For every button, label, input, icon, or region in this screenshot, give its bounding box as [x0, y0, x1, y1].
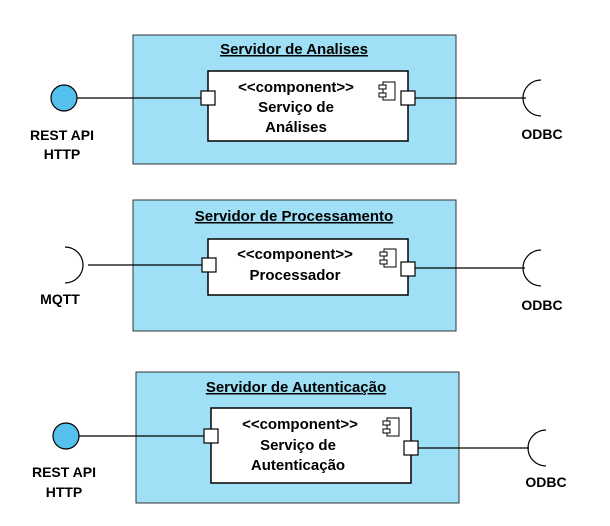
node-title: Servidor de Autenticação [206, 379, 386, 396]
component-stereotype: <<component>> [238, 79, 354, 96]
component-name-line-1: Serviço de [260, 437, 336, 454]
server-analises: Servidor de Analises <<component>> Servi… [30, 34, 563, 165]
server-processamento: Servidor de Processamento <<component>> … [40, 199, 563, 332]
component-icon [382, 417, 400, 437]
component-name-line-1: Processador [250, 267, 341, 284]
right-port [400, 261, 416, 277]
node-title: Servidor de Processamento [195, 208, 393, 225]
node-title: Servidor de Analises [220, 41, 368, 58]
left-port [201, 257, 217, 273]
component-stereotype: <<component>> [242, 416, 358, 433]
component-stereotype: <<component>> [237, 246, 353, 263]
right-port [403, 440, 419, 456]
server-autenticacao: Servidor de Autenticação <<component>> S… [32, 371, 567, 504]
left-port [200, 90, 216, 106]
required-interface-icon [64, 246, 84, 284]
component-box [207, 70, 409, 142]
right-interface-label: ODBC [521, 126, 562, 142]
provided-interface-icon [52, 422, 80, 450]
right-port [400, 90, 416, 106]
component-name-line-1: Serviço de [258, 99, 334, 116]
component-name-line-2: Análises [265, 119, 327, 136]
left-interface-label-line-2: HTTP [46, 484, 83, 500]
required-interface-icon [527, 429, 547, 467]
left-interface-label-line-2: HTTP [44, 146, 81, 162]
left-interface-label: MQTT [40, 291, 80, 307]
left-interface-label-line-1: REST API [32, 464, 96, 480]
component-box [207, 238, 409, 296]
provided-interface-icon [50, 84, 78, 112]
component-icon [378, 81, 396, 101]
required-interface-icon [522, 249, 542, 287]
left-interface-label-line-1: REST API [30, 127, 94, 143]
component-name-line-2: Autenticação [251, 457, 345, 474]
component-icon [379, 248, 397, 268]
left-port [203, 428, 219, 444]
required-interface-icon [522, 79, 542, 117]
component-box [210, 407, 412, 484]
right-interface-label: ODBC [525, 474, 566, 490]
right-interface-label: ODBC [521, 297, 562, 313]
